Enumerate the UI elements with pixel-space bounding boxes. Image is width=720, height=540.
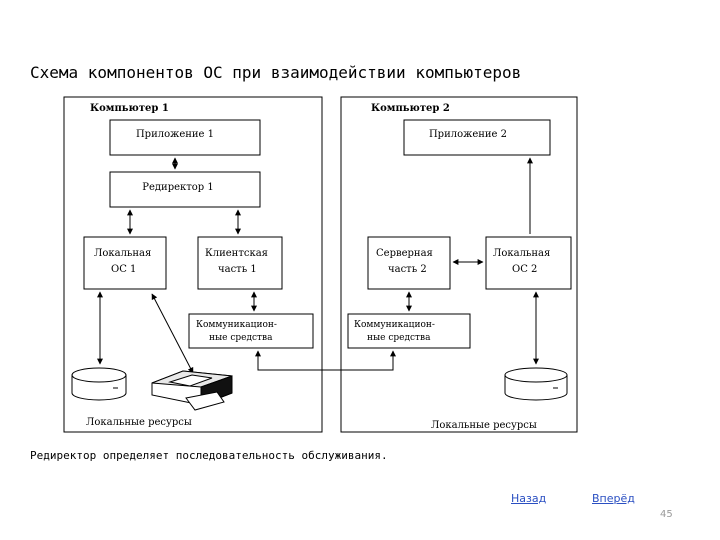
svg-text:ные средства: ные средства xyxy=(367,333,431,343)
svg-text:Редиректор 1: Редиректор 1 xyxy=(142,182,214,193)
disk-2-icon xyxy=(504,367,568,401)
application-1-box: Приложение 1 xyxy=(109,119,261,156)
svg-text:Серверная: Серверная xyxy=(376,248,433,259)
redirector-1-box: Редиректор 1 xyxy=(109,171,261,208)
connector-arrows xyxy=(97,157,539,374)
local-resources-2-label: Локальные ресурсы xyxy=(431,420,537,431)
back-link[interactable]: Назад xyxy=(511,492,547,505)
svg-text:ОС 1: ОС 1 xyxy=(111,264,136,275)
svg-text:Приложение 1: Приложение 1 xyxy=(136,129,214,140)
slide-title: Схема компонентов ОС при взаимодействии … xyxy=(30,63,522,82)
computer-1-label: Компьютер 1 xyxy=(90,103,169,114)
svg-text:ные средства: ные средства xyxy=(209,333,273,343)
svg-text:Коммуникацион-: Коммуникацион- xyxy=(354,320,435,330)
computer-1-frame: Компьютер 1 xyxy=(63,96,323,433)
slide-caption: Редиректор определяет последовательность… xyxy=(30,449,388,462)
svg-text:Локальная: Локальная xyxy=(94,248,151,259)
server-part-2-box: Серверная часть 2 xyxy=(367,236,451,290)
page-number: 45 xyxy=(660,509,673,520)
comm-means-1-box: Коммуникацион- ные средства xyxy=(188,313,314,349)
svg-text:часть 1: часть 1 xyxy=(218,264,257,275)
svg-text:Коммуникацион-: Коммуникацион- xyxy=(196,320,277,330)
svg-text:часть 2: часть 2 xyxy=(388,264,427,275)
disk-1-icon xyxy=(71,367,127,401)
local-os-1-box: Локальная ОС 1 xyxy=(83,236,167,290)
computer-2-frame: Компьютер 2 xyxy=(340,96,578,433)
svg-text:Клиентская: Клиентская xyxy=(205,248,268,259)
svg-text:Локальная: Локальная xyxy=(493,248,550,259)
local-os-2-box: Локальная ОС 2 xyxy=(485,236,572,290)
client-part-1-box: Клиентская часть 1 xyxy=(197,236,283,290)
svg-text:ОС 2: ОС 2 xyxy=(512,264,537,275)
local-resources-1-label: Локальные ресурсы xyxy=(86,417,192,428)
application-2-box: Приложение 2 xyxy=(403,119,551,156)
computer-2-label: Компьютер 2 xyxy=(371,103,450,114)
forward-link[interactable]: Вперёд xyxy=(592,492,635,505)
svg-text:Приложение 2: Приложение 2 xyxy=(429,129,507,140)
comm-means-2-box: Коммуникацион- ные средства xyxy=(347,313,471,349)
printer-icon xyxy=(151,370,233,411)
